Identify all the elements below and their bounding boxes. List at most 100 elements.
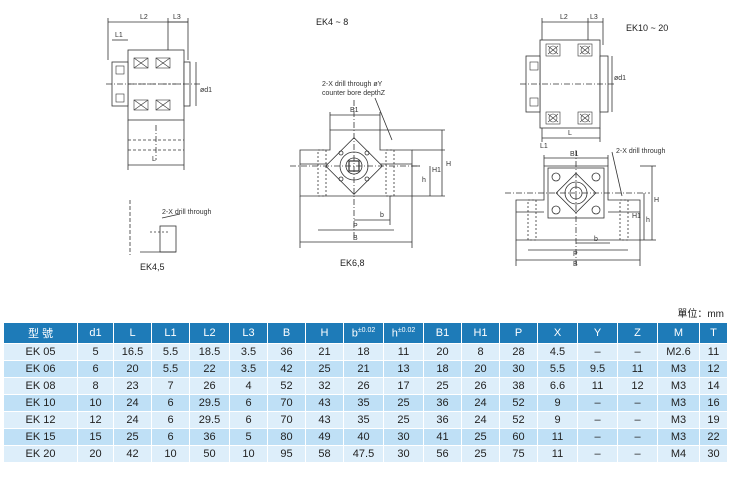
dim-h1: H1 xyxy=(432,167,441,174)
table-cell: 8 xyxy=(461,343,500,361)
title-ek10-20: EK10 ~ 20 xyxy=(626,23,668,33)
ek10-20-side-view xyxy=(520,18,616,142)
table-cell: 22 xyxy=(189,360,230,378)
header-l: L xyxy=(113,322,152,344)
table-cell: 9 xyxy=(537,411,578,429)
table-cell: 25 xyxy=(461,445,500,463)
table-cell: 29.5 xyxy=(189,411,230,429)
table-cell: 28 xyxy=(499,343,538,361)
ek68-front-view xyxy=(290,97,445,248)
table-cell: 25 xyxy=(383,394,424,412)
table-cell: 16 xyxy=(699,394,728,412)
table-cell: M3 xyxy=(657,377,700,395)
header-b1: B1 xyxy=(423,322,462,344)
table-cell: 24 xyxy=(461,394,500,412)
table-cell: 42 xyxy=(267,360,306,378)
table-cell: 50 xyxy=(189,445,230,463)
table-cell: 22 xyxy=(699,428,728,446)
table-cell: – xyxy=(617,428,658,446)
cell-model: EK 20 xyxy=(3,445,78,463)
dim-l2-b: L2 xyxy=(560,14,568,21)
dim-b1-b: B1 xyxy=(570,151,579,158)
table-cell: 58 xyxy=(305,445,344,463)
table-cell: 5.5 xyxy=(151,343,190,361)
caption-ek45: EK4,5 xyxy=(140,262,165,272)
header-t: T xyxy=(699,322,728,344)
dim-l2: L2 xyxy=(140,14,148,21)
table-cell: M3 xyxy=(657,360,700,378)
table-cell: 49 xyxy=(305,428,344,446)
note-drill-through-ek10: 2-X drill through xyxy=(616,148,666,155)
dim-bsmall-b: b xyxy=(594,236,598,243)
dim-b1: B1 xyxy=(350,107,359,114)
table-cell: 24 xyxy=(113,394,152,412)
table-cell: 14 xyxy=(699,377,728,395)
table-cell: 19 xyxy=(699,411,728,429)
cell-model: EK 15 xyxy=(3,428,78,446)
table-cell: 17 xyxy=(383,377,424,395)
table-cell: 30 xyxy=(383,445,424,463)
table-cell: 8 xyxy=(77,377,114,395)
table-cell: 20 xyxy=(113,360,152,378)
header-p: P xyxy=(499,322,538,344)
table-cell: 11 xyxy=(537,445,578,463)
table-cell: 6 xyxy=(151,428,190,446)
note-drill-counter: 2-X drill through øY xyxy=(322,81,383,88)
table-cell: 6 xyxy=(151,411,190,429)
table-cell: 36 xyxy=(423,411,462,429)
dim-h-upper: H xyxy=(446,161,451,168)
table-cell: 26 xyxy=(343,377,384,395)
table-cell: 18 xyxy=(423,360,462,378)
cell-model: EK 05 xyxy=(3,343,78,361)
table-cell: 11 xyxy=(577,377,618,395)
table-cell: 70 xyxy=(267,411,306,429)
header-l2: L2 xyxy=(189,322,230,344)
title-ek4-8: EK4 ~ 8 xyxy=(316,17,348,27)
table-cell: 47.5 xyxy=(343,445,384,463)
table-cell: 9 xyxy=(537,394,578,412)
spec-table: 型 號 d1 L L1 L2 L3 B H b±0.02 h±0.02 B1 H… xyxy=(3,322,728,463)
table-cell: 18 xyxy=(343,343,384,361)
table-cell: 10 xyxy=(151,445,190,463)
table-cell: 6 xyxy=(77,360,114,378)
table-cell: 10 xyxy=(229,445,268,463)
table-cell: 20 xyxy=(461,360,500,378)
header-b-tolerance: ±0.02 xyxy=(357,326,376,334)
table-cell: M3 xyxy=(657,394,700,412)
table-cell: 20 xyxy=(77,445,114,463)
table-cell: 25 xyxy=(305,360,344,378)
table-cell: 40 xyxy=(343,428,384,446)
header-h1: H1 xyxy=(461,322,500,344)
header-b-label: b xyxy=(351,327,358,340)
table-cell: 5 xyxy=(229,428,268,446)
table-cell: 11 xyxy=(537,428,578,446)
table-cell: 3.5 xyxy=(229,360,268,378)
header-l1: L1 xyxy=(151,322,190,344)
table-cell: 43 xyxy=(305,411,344,429)
table-cell: 18.5 xyxy=(189,343,230,361)
header-m: M xyxy=(657,322,700,344)
table-cell: 15 xyxy=(77,428,114,446)
header-y: Y xyxy=(577,322,618,344)
table-cell: 23 xyxy=(113,377,152,395)
header-h-label: h xyxy=(391,327,398,340)
table-cell: 70 xyxy=(267,394,306,412)
table-cell: 30 xyxy=(699,445,728,463)
table-cell: 6.6 xyxy=(537,377,578,395)
header-h-tolerance: ±0.02 xyxy=(397,326,416,334)
table-cell: 25 xyxy=(423,377,462,395)
table-cell: – xyxy=(577,428,618,446)
table-cell: 6 xyxy=(229,411,268,429)
table-cell: 35 xyxy=(343,411,384,429)
table-cell: 12 xyxy=(617,377,658,395)
table-cell: 26 xyxy=(189,377,230,395)
ek45-view xyxy=(129,200,181,255)
table-cell: 5.5 xyxy=(537,360,578,378)
table-cell: M2.6 xyxy=(657,343,700,361)
table-cell: 42 xyxy=(113,445,152,463)
table-cell: 35 xyxy=(343,394,384,412)
